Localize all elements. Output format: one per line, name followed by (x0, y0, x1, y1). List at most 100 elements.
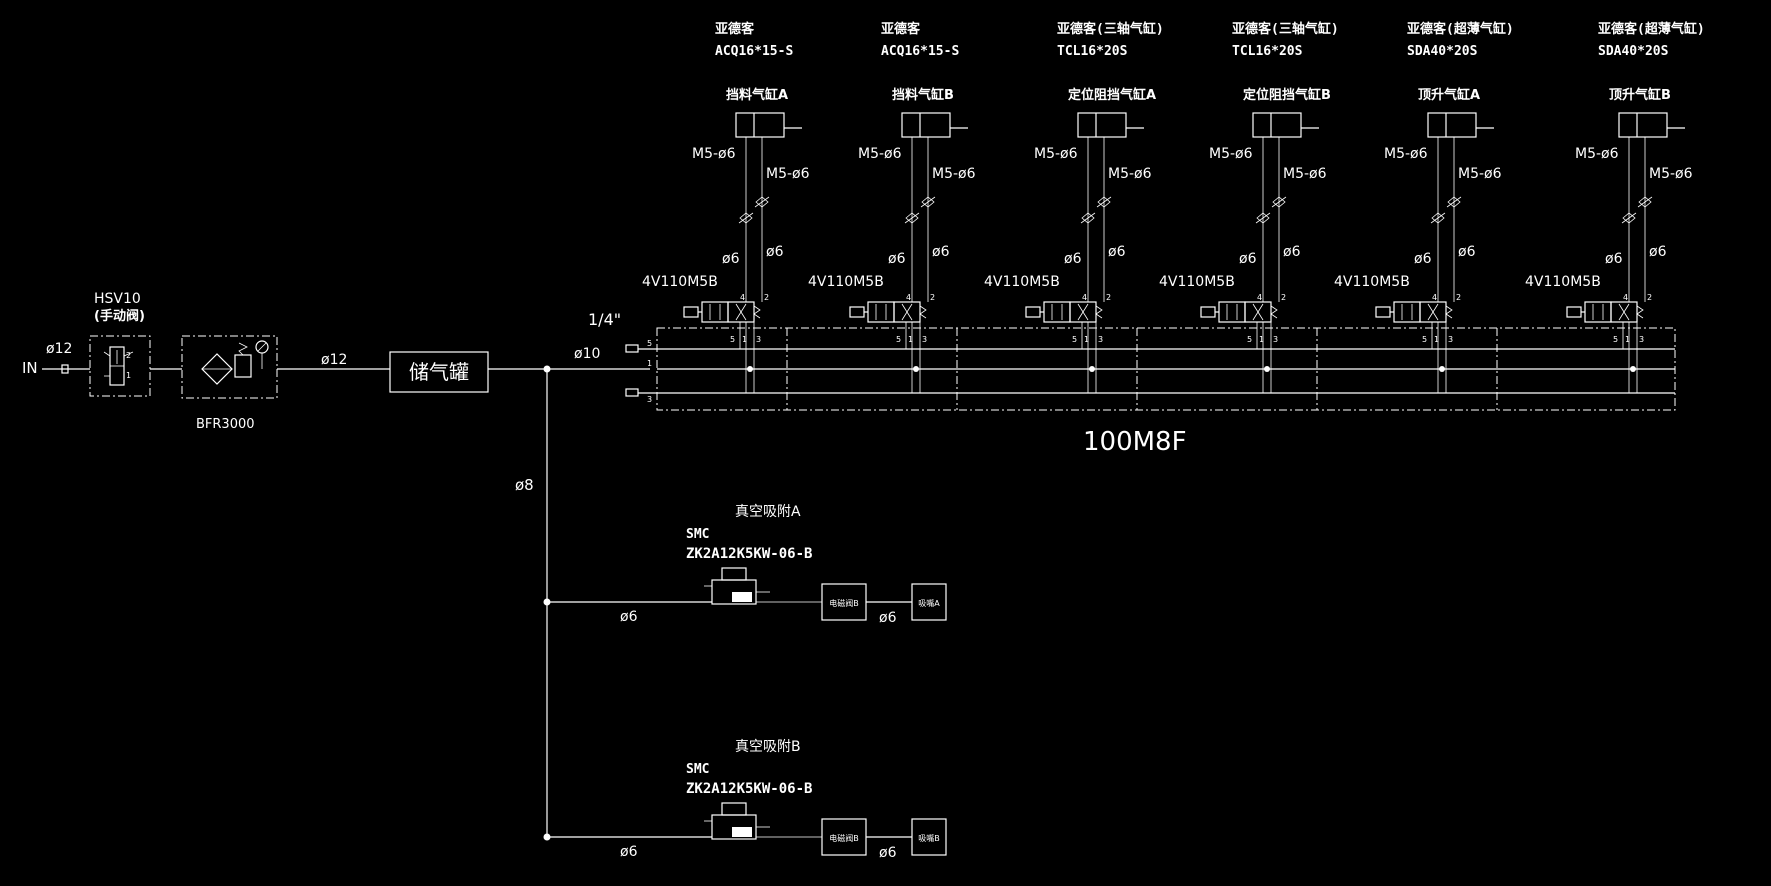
valve-model: 4V110M5B (984, 274, 1060, 290)
cylinder-model: SDA40*20S (1407, 44, 1478, 59)
cylinder-body (1618, 112, 1668, 138)
solenoid-icon (1025, 306, 1041, 318)
valve-manifold: 5 1 3 100M8F (625, 327, 1676, 457)
fitting-label-b: M5-ø6 (932, 166, 976, 182)
suction-cup-box (911, 818, 947, 856)
vacuum-brand: SMC (686, 762, 709, 777)
valve-spool-left (1393, 301, 1421, 323)
svg-text:3: 3 (1448, 335, 1453, 344)
solenoid-icon (1375, 306, 1391, 318)
svg-text:3: 3 (756, 335, 761, 344)
cylinder-brand: 亚德客(三轴气缸) (1057, 21, 1164, 37)
manifold-port-size: 1/4" (588, 310, 621, 329)
cylinder-model: TCL16*20S (1232, 44, 1303, 59)
svg-text:4: 4 (1082, 293, 1087, 302)
svg-text:5: 5 (1247, 335, 1252, 344)
cylinder-name: 定位阻挡气缸A (1067, 87, 1156, 103)
flow-control-icon (1622, 212, 1636, 224)
svg-text:4: 4 (906, 293, 911, 302)
pipe-label-b: ø6 (1458, 244, 1476, 260)
svg-text:5: 5 (647, 339, 652, 348)
svg-text:4: 4 (1257, 293, 1262, 302)
svg-text:3: 3 (1098, 335, 1103, 344)
valve-spool-right (727, 301, 755, 323)
manifold-model: 100M8F (1083, 427, 1187, 457)
svg-text:5: 5 (1072, 335, 1077, 344)
svg-text:3: 3 (1273, 335, 1278, 344)
pipe-label-a: ø6 (1239, 251, 1257, 267)
valve-model: 4V110M5B (1334, 274, 1410, 290)
vacuum-pipe-in: ø6 (620, 844, 638, 860)
cylinder-body (735, 112, 785, 138)
cylinder-body (1427, 112, 1477, 138)
svg-text:3: 3 (647, 395, 652, 404)
cylinder-model: ACQ16*15-S (715, 44, 793, 59)
vacuum-branch: ø8 (515, 369, 551, 841)
svg-text:5: 5 (896, 335, 901, 344)
cylinder-name: 挡料气缸B (892, 87, 954, 103)
valve-spool-left (867, 301, 895, 323)
fitting-label-b: M5-ø6 (1458, 166, 1502, 182)
svg-text:1: 1 (1084, 335, 1089, 344)
vacuum-brand: SMC (686, 527, 709, 542)
svg-text:1: 1 (126, 371, 131, 380)
cylinder-body (901, 112, 951, 138)
valve-spool-right (1610, 301, 1638, 323)
pipe-label-b: ø6 (1283, 244, 1301, 260)
pipe-label-b: ø6 (1108, 244, 1126, 260)
pipe-label-a: ø6 (1414, 251, 1432, 267)
flow-control-icon (1431, 212, 1445, 224)
air-tank: 储气罐 (389, 351, 489, 393)
manual-valve-model: HSV10 (94, 291, 141, 307)
solenoid-icon (849, 306, 865, 318)
solenoid-icon (683, 306, 699, 318)
flow-control-icon (1097, 196, 1111, 208)
vacuum-pipe-out: ø6 (879, 845, 897, 861)
manual-valve-note: (手动阀) (94, 308, 145, 324)
svg-text:2: 2 (764, 293, 769, 302)
svg-text:1: 1 (742, 335, 747, 344)
cylinder-name: 顶升气缸B (1609, 87, 1671, 103)
cylinder-brand: 亚德客(超薄气缸) (1407, 21, 1514, 37)
vacuum-units: 真空吸附ASMCZK2A12K5KW-06-Bø6电磁阀Bø6吸嘴A真空吸附BS… (547, 504, 947, 861)
svg-text:5: 5 (730, 335, 735, 344)
fitting-label-a: M5-ø6 (1209, 146, 1253, 162)
cylinder-name: 挡料气缸A (726, 87, 788, 103)
svg-text:3: 3 (1639, 335, 1644, 344)
svg-text:4: 4 (1623, 293, 1628, 302)
vacuum-valve-label: 电磁阀B (829, 598, 859, 608)
cylinder-body (1077, 112, 1127, 138)
valve-spool-right (893, 301, 921, 323)
flow-control-icon (921, 196, 935, 208)
flow-control-icon (1081, 212, 1095, 224)
supply-line: IN ø12 HSV10 (手动阀) 2 1 (22, 291, 650, 432)
inlet-pipe-size: ø12 (46, 341, 72, 357)
spring-icon (753, 305, 761, 319)
valve-model: 4V110M5B (808, 274, 884, 290)
vacuum-title: 真空吸附A (735, 504, 801, 520)
svg-text:5: 5 (1422, 335, 1427, 344)
valve-spool-left (1584, 301, 1612, 323)
branch-pipe-size: ø8 (515, 476, 534, 494)
cylinder-body (1252, 112, 1302, 138)
spring-icon (1270, 305, 1278, 319)
solenoid-icon (1566, 306, 1582, 318)
fitting-label-b: M5-ø6 (766, 166, 810, 182)
svg-text:3: 3 (922, 335, 927, 344)
vacuum-model: ZK2A12K5KW-06-B (686, 781, 812, 797)
vacuum-pipe-out: ø6 (879, 610, 897, 626)
valve-spool-left (1043, 301, 1071, 323)
fitting-label-a: M5-ø6 (692, 146, 736, 162)
vacuum-pipe-in: ø6 (620, 609, 638, 625)
flow-control-icon (739, 212, 753, 224)
spring-icon (919, 305, 927, 319)
cylinder-brand: 亚德客(三轴气缸) (1232, 21, 1339, 37)
svg-text:1: 1 (647, 359, 652, 368)
frl-pipe-size: ø12 (321, 352, 347, 368)
svg-text:1: 1 (908, 335, 913, 344)
flow-control-icon (755, 196, 769, 208)
